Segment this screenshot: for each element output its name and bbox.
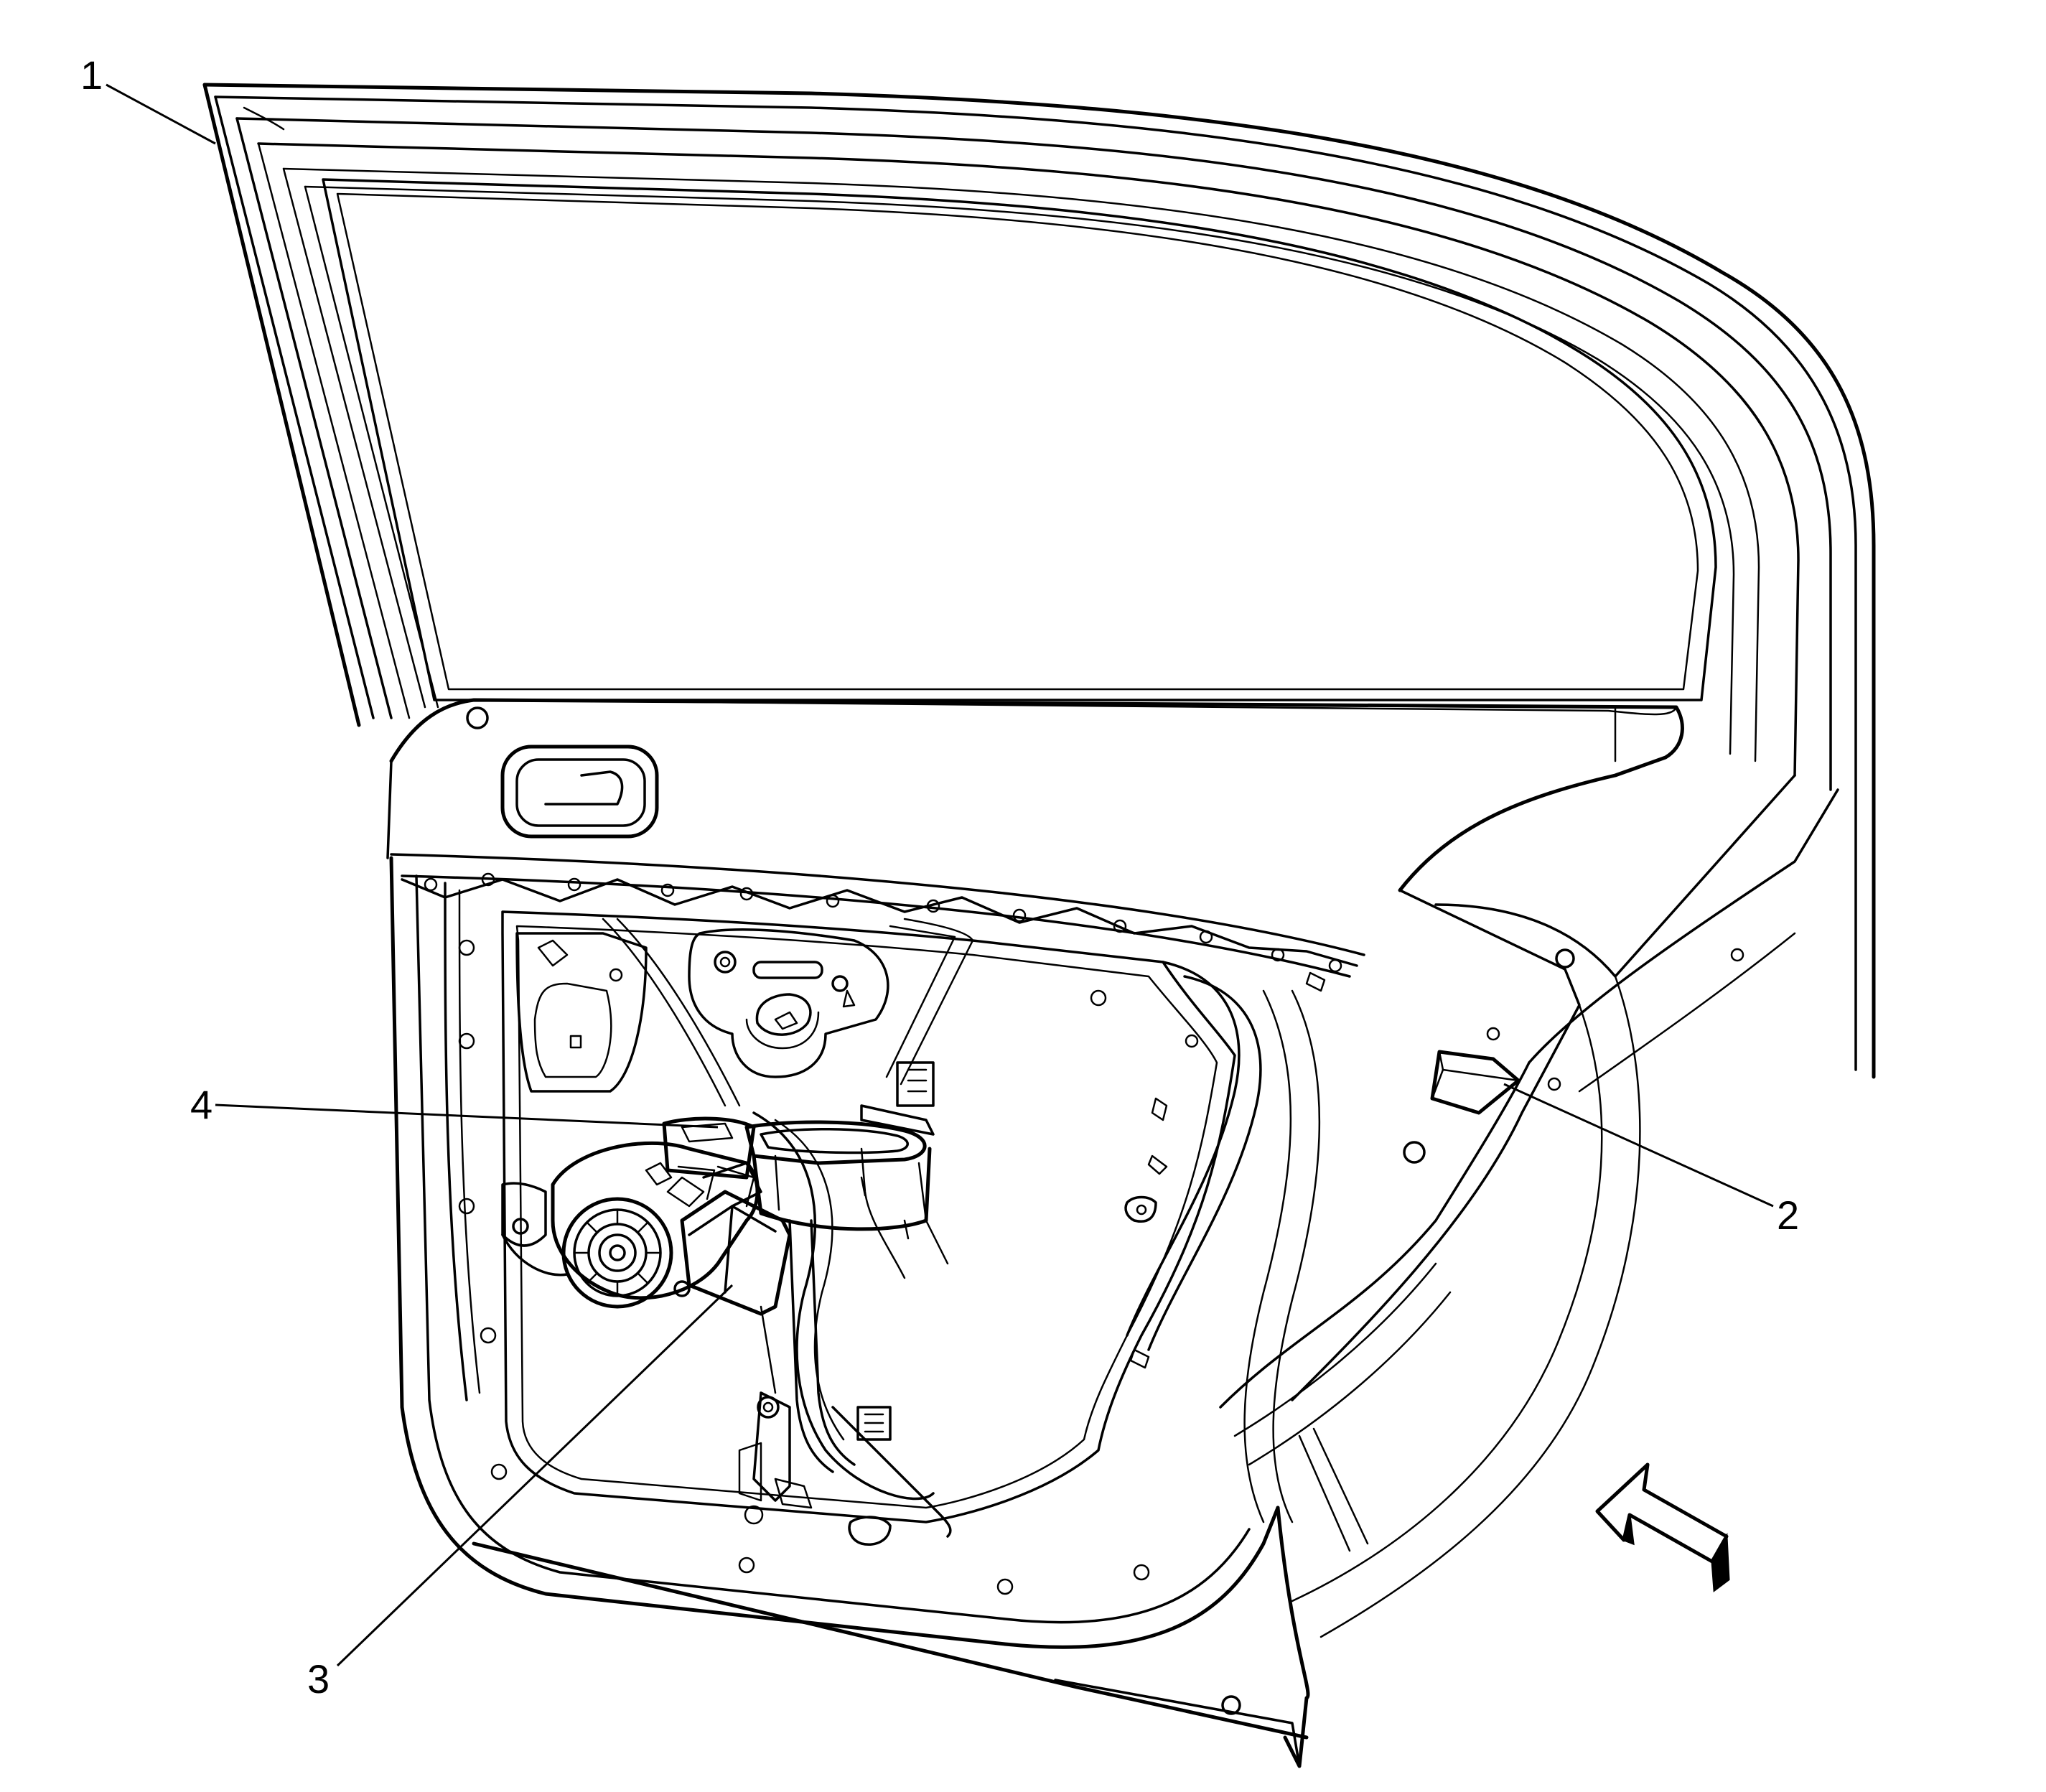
rear-component: [1430, 1050, 1521, 1115]
inside-handle: [500, 745, 659, 839]
callout-4: 4: [190, 1082, 212, 1127]
callout-labels: 1 2 3 4: [80, 52, 1799, 1702]
regulator-motor: [501, 971, 1326, 1546]
left-inner-pocket: [515, 918, 741, 1107]
view-direction-arrow-icon: [1595, 1462, 1730, 1592]
callout-1: 1: [80, 52, 103, 98]
leader-3: [336, 1284, 734, 1667]
belt-line-trim: [386, 698, 1684, 978]
callout-leaders: [106, 83, 1774, 1667]
leader-4: [215, 1103, 719, 1129]
panel-holes: [458, 939, 1744, 1595]
flange-holes: [424, 872, 1342, 973]
window-frame: [202, 83, 1876, 1079]
callout-3: 3: [307, 1656, 330, 1702]
leader-2: [1503, 1083, 1774, 1208]
door-inner-panel: [389, 774, 1839, 1768]
latch-pocket: [688, 918, 974, 1136]
callout-2: 2: [1777, 1193, 1799, 1238]
leader-1: [106, 83, 216, 145]
